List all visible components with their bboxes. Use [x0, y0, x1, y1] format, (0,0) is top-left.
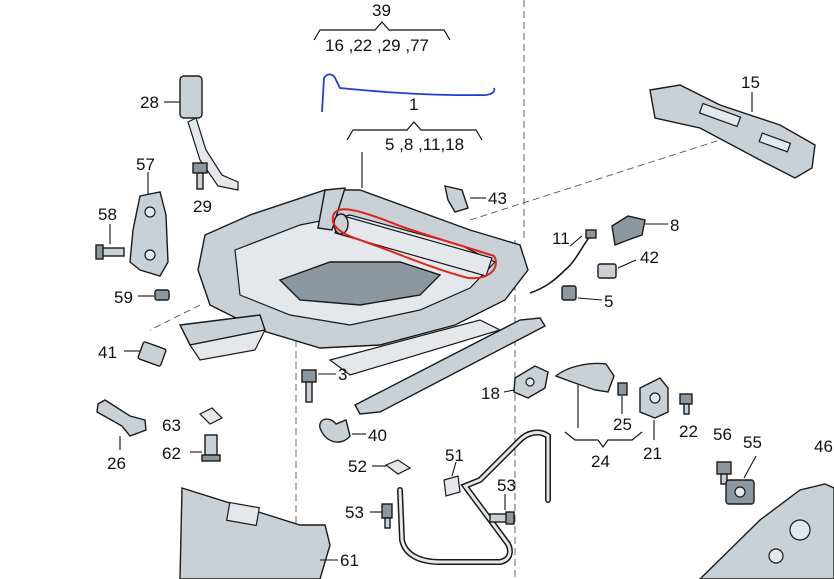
red-highlight-annotation: [331, 208, 497, 280]
part-43-clip: [444, 185, 469, 213]
part-3-bolt: [301, 369, 317, 403]
callout-26: 26: [107, 454, 126, 473]
callout-56: 56: [713, 425, 732, 444]
callout-42: 42: [640, 248, 659, 267]
callout-1-sub: 5 ,8 ,11,18: [385, 135, 464, 154]
callout-29: 29: [193, 197, 212, 216]
assembly-axis: [469, 139, 721, 221]
part-25-spacer: [617, 382, 628, 396]
part-55-bracket: [725, 479, 755, 505]
leader-55: [743, 455, 757, 479]
callout-51: 51: [445, 446, 464, 465]
part-46-side-frame: [699, 483, 834, 579]
blue-pen-annotation: [321, 73, 496, 113]
part-11-cable: [529, 235, 591, 294]
part-59-clip: [154, 289, 170, 301]
callout-63: 63: [162, 416, 181, 435]
part-58-bolt: [95, 244, 125, 260]
part-53-bolt-2: [489, 511, 515, 525]
callout-57: 57: [136, 155, 155, 174]
callout-5: 5: [604, 292, 613, 311]
part-42-clip: [597, 263, 617, 279]
callout-41: 41: [98, 343, 117, 362]
part-18-plate: [513, 365, 549, 399]
callout-39: 39: [372, 1, 391, 20]
part-41-rail: [137, 314, 267, 367]
assembly-axis: [149, 304, 201, 331]
callout-53-left: 53: [345, 503, 364, 522]
callout-25: 25: [613, 415, 632, 434]
part-51-clip: [443, 475, 461, 497]
callout-18: 18: [481, 384, 500, 403]
group-brace-1: [346, 121, 483, 141]
part-57-bracket: [129, 191, 169, 277]
callout-62: 62: [162, 444, 181, 463]
callout-1: 1: [409, 95, 418, 114]
part-11-connector: [585, 229, 597, 239]
part-62-bolt: [201, 434, 221, 462]
part-rod-tube-inner: [398, 431, 550, 564]
part-61-cover: [179, 487, 331, 579]
callout-52: 52: [348, 457, 367, 476]
leader-51: [451, 461, 457, 477]
callout-55: 55: [743, 433, 762, 452]
callout-39-sub: 16 ,22 ,29 ,77: [325, 36, 429, 55]
part-5-clip: [561, 285, 577, 301]
part-53-bolt: [381, 503, 393, 529]
callout-11: 11: [552, 229, 570, 248]
part-seat-rail-lower: [328, 317, 546, 415]
part-21-bracket: [639, 377, 669, 419]
part-40-clamp: [319, 418, 351, 443]
leader-5: [577, 297, 603, 301]
part-29-bolt: [192, 162, 208, 190]
part-26-handle: [96, 399, 147, 437]
part-56-bolt: [716, 461, 732, 485]
callout-15: 15: [741, 73, 760, 92]
leader-42: [617, 259, 637, 269]
callout-43: 43: [488, 189, 507, 208]
part-28-belt-buckle: [179, 75, 239, 191]
callout-8: 8: [670, 216, 679, 235]
callout-40: 40: [368, 426, 387, 445]
callout-3: 3: [338, 365, 347, 384]
callout-24: 24: [591, 452, 610, 471]
callout-22: 22: [679, 422, 698, 441]
callout-58: 58: [98, 205, 117, 224]
part-15-side-rail: [649, 84, 816, 179]
callout-46: 46: [814, 437, 833, 456]
part-52-nut: [384, 459, 412, 475]
part-8-bracket: [611, 215, 646, 246]
part-63-nut: [198, 407, 224, 425]
callout-21: 21: [643, 444, 662, 463]
group-brace-39: [313, 21, 451, 41]
leader-18: [503, 389, 515, 393]
part-24-lever: [554, 362, 615, 393]
part-22-bolt: [679, 393, 693, 415]
callout-28: 28: [140, 93, 159, 112]
leader-11: [569, 235, 583, 247]
callout-59: 59: [114, 288, 133, 307]
callout-61: 61: [340, 551, 359, 570]
group-brace-24: [564, 431, 643, 449]
callout-53-right: 53: [497, 476, 516, 495]
